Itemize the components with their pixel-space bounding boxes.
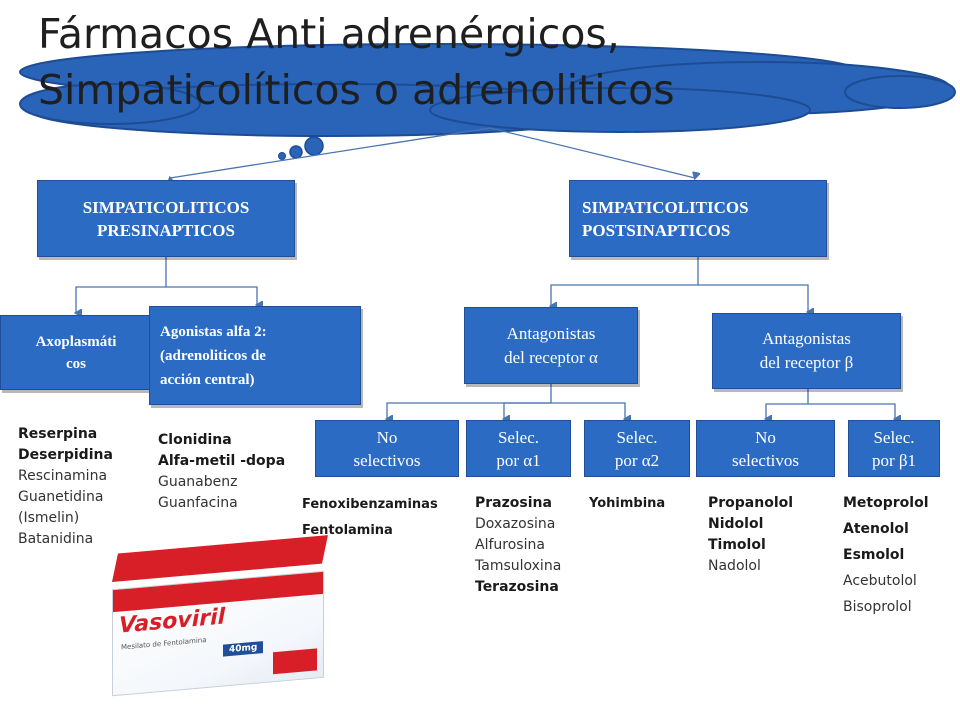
drug-list-selec-alfa2: Yohimbina <box>589 493 665 514</box>
connector-postsinapticos-beta <box>698 284 808 312</box>
drug-item: Batanidina <box>18 531 94 547</box>
box-line: cos <box>66 355 86 372</box>
box-antagonistas-beta: Antagonistas del receptor β <box>712 313 901 389</box>
box-line: Selec. <box>497 427 540 447</box>
box-antagonistas-alfa: Antagonistas del receptor α <box>464 307 638 384</box>
drug-item: Guanetidina <box>18 489 104 505</box>
pack-dose: 40mg <box>223 641 264 657</box>
drug-item: Tamsuloxina <box>475 558 562 574</box>
connector-alfa-selec1 <box>504 402 551 419</box>
pack-side-band <box>273 648 317 675</box>
box-line: No <box>755 427 776 447</box>
drug-item: Yohimbina <box>589 496 666 511</box>
box-line: PRESINAPTICOS <box>97 220 235 240</box>
box-agonistas-alfa2: Agonistas alfa 2: (adrenoliticos de acci… <box>149 306 361 405</box>
drug-item: Alfurosina <box>475 537 545 553</box>
box-line: POSTSINAPTICOS <box>582 220 731 240</box>
title-line-2: Simpaticolíticos o adrenoliticos <box>38 66 675 114</box>
drug-item: Esmolol <box>843 547 905 563</box>
drug-item: Guanfacina <box>158 495 238 511</box>
title-line-1: Fármacos Anti adrenérgicos, <box>38 10 620 58</box>
box-line: Selec. <box>616 427 658 447</box>
drug-item: Alfa-metil -dopa <box>158 453 286 469</box>
drug-item: Acebutolol <box>843 573 917 589</box>
box-line: Axoplasmáti <box>35 333 117 350</box>
connector-beta-no-selectivos <box>766 389 809 419</box>
drug-item: Fenoxibenzaminas <box>302 497 438 512</box>
drug-item: Reserpina <box>18 426 98 442</box>
drug-item: Bisoprolol <box>843 599 912 615</box>
cloud-bubble <box>278 152 286 160</box>
drug-item: Doxazosina <box>475 516 556 532</box>
connector-alfa-selec2 <box>551 402 625 419</box>
drug-item: Fentolamina <box>302 523 393 538</box>
box-no-selectivos-alfa: No selectivos <box>315 420 459 477</box>
box-simpaticoliticos-presinapticos: SIMPATICOLITICOS PRESINAPTICOS <box>37 180 295 257</box>
box-simpaticoliticos-postsinapticos: SIMPATICOLITICOS POSTSINAPTICOS <box>569 180 827 257</box>
connector-presinapticos-agonistas <box>166 286 257 305</box>
box-axoplasmaticos: Axoplasmáti cos <box>0 315 152 390</box>
box-line: por α2 <box>614 450 660 470</box>
box-selec-alfa2: Selec. por α2 <box>584 420 690 477</box>
box-line: No <box>376 427 398 447</box>
drug-item: Propanolol <box>708 495 794 511</box>
cloud-lobe <box>429 87 811 133</box>
drug-item: Prazosina <box>475 495 552 511</box>
connector-beta-selec1 <box>808 403 895 419</box>
drug-item: Deserpidina <box>18 447 113 463</box>
drug-item: Atenolol <box>843 521 909 537</box>
box-no-selectivos-beta: No selectivos <box>696 420 835 477</box>
drug-item: Nidolol <box>708 516 764 532</box>
slide-title: Fármacos Anti adrenérgicos, Simpaticolít… <box>38 6 918 118</box>
pack-subtitle: Mesilato de Fentolamina <box>121 636 207 652</box>
box-line: por α1 <box>496 450 541 470</box>
box-line: del receptor β <box>759 353 854 372</box>
box-line: acción central) <box>160 371 255 388</box>
cloud-callout <box>19 43 956 160</box>
drug-item: (Ismelin) <box>18 510 80 526</box>
cloud-lobe <box>19 83 201 125</box>
box-line: Antagonistas <box>506 323 596 343</box>
connector-presinapticos-axoplasmaticos <box>76 257 167 313</box>
drug-item: Nadolol <box>708 558 761 574</box>
drug-item: Timolol <box>708 537 766 553</box>
box-line: Agonistas alfa 2: <box>160 323 267 340</box>
connector-title-postsinapticos <box>489 127 695 178</box>
box-line: Antagonistas <box>762 329 851 348</box>
drug-item: Metoprolol <box>843 495 929 511</box>
box-selec-beta1: Selec. por β1 <box>848 420 940 477</box>
box-selec-alfa1: Selec. por α1 <box>466 420 571 477</box>
connector-postsinapticos-alfa <box>551 257 699 306</box>
box-line: Selec. <box>873 427 915 447</box>
drug-item: Guanabenz <box>158 474 238 490</box>
drug-item: Rescinamina <box>18 468 108 484</box>
box-line: SIMPATICOLITICOS <box>82 197 250 217</box>
product-package-image: Vasoviril Mesilato de Fentolamina 40mg <box>102 520 332 720</box>
box-line: del receptor α <box>504 347 598 367</box>
drug-item: Terazosina <box>475 579 559 595</box>
drug-item: Clonidina <box>158 432 232 448</box>
box-line: SIMPATICOLITICOS <box>582 197 749 217</box>
pack-front: Vasoviril Mesilato de Fentolamina 40mg <box>112 570 324 697</box>
box-line: (adrenoliticos de <box>160 347 266 364</box>
connector-alfa-no-selectivos <box>387 384 552 419</box>
box-line: por β1 <box>871 450 917 470</box>
connector-title-presinapticos <box>170 127 491 178</box>
box-line: selectivos <box>731 450 800 470</box>
box-line: selectivos <box>353 450 421 470</box>
cloud-lobe <box>844 75 956 109</box>
